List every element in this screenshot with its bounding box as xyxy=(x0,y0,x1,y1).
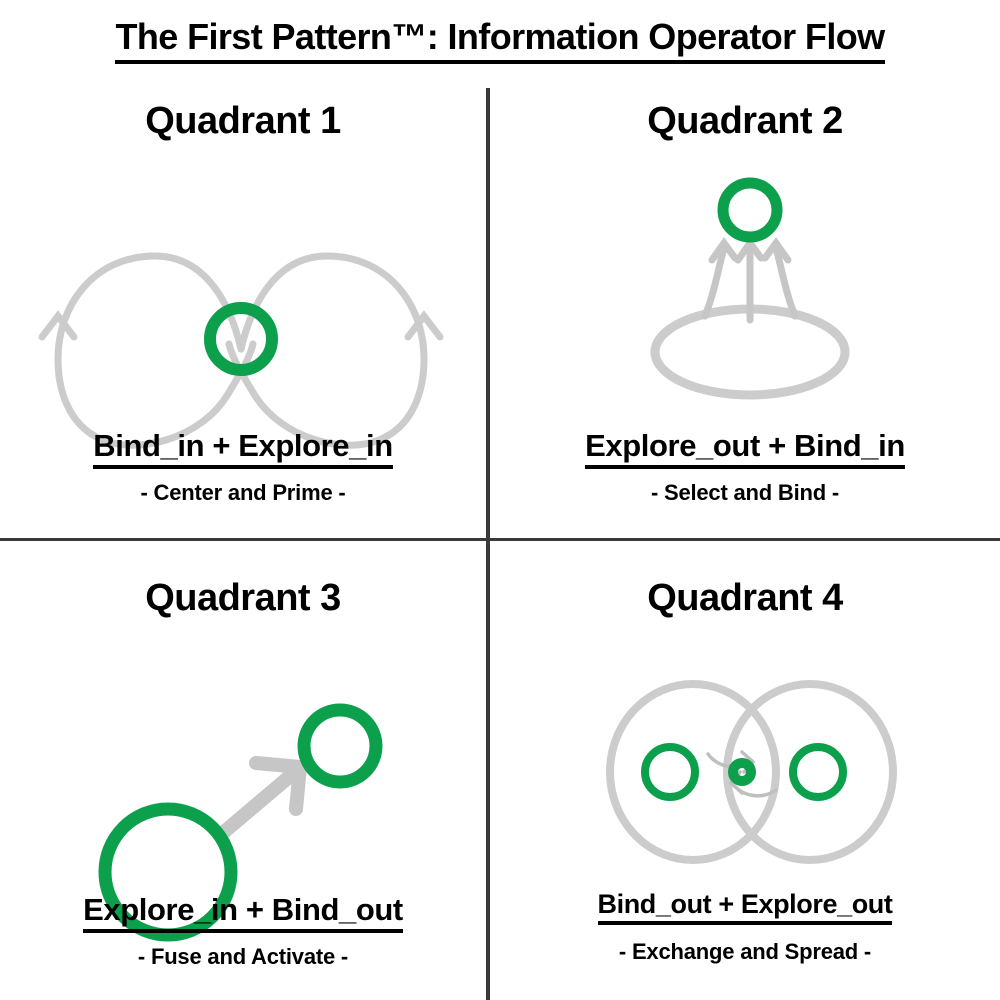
left-loop-ellipse-gray xyxy=(54,252,257,449)
quadrant-3-sub-label: - Fuse and Activate - xyxy=(137,944,349,969)
left-upward-arrowhead-gray xyxy=(38,310,78,341)
left-gray-ellipse xyxy=(606,680,780,864)
quadrant-1-title: Quadrant 1 xyxy=(145,100,341,142)
page-title: The First Pattern™: Information Operator… xyxy=(0,16,1000,64)
vertical-separator xyxy=(486,88,490,1000)
quadrant-3: Quadrant 3 Explore_in + Bind_out - Fuse … xyxy=(0,541,486,1000)
quadrant-3-operator-label: Explore_in + Bind_out xyxy=(0,892,486,933)
center-converging-arrowhead-gray xyxy=(734,237,765,264)
right-upward-arrowhead-gray xyxy=(404,310,444,341)
quadrant-4-sub-label: - Exchange and Spread - xyxy=(618,939,872,964)
quadrant-4-diagram xyxy=(490,619,1000,919)
right-converging-arrowhead-gray xyxy=(761,237,792,264)
left-green-ring xyxy=(641,743,699,801)
right-converging-arrow-gray xyxy=(772,244,799,320)
quadrant-3-title: Quadrant 3 xyxy=(145,577,341,619)
quadrant-1: Quadrant 1 Bind_in + Explore_in - Center… xyxy=(0,88,486,538)
quadrant-2-title: Quadrant 2 xyxy=(647,100,843,142)
quadrant-1-sub-label: - Center and Prime - xyxy=(140,480,346,505)
quadrant-1-operator-label: Bind_in + Explore_in xyxy=(0,428,486,469)
quadrant-2: Quadrant 2 Explore_out + Bind_in xyxy=(490,88,1000,538)
left-converging-arrowhead-gray xyxy=(708,237,739,264)
top-green-ring xyxy=(717,177,783,243)
large-green-ring-lower-left xyxy=(98,802,238,942)
left-converging-arrow-gray xyxy=(701,244,728,320)
right-loop-ellipse-gray xyxy=(225,252,428,449)
center-green-dot xyxy=(728,758,756,786)
quadrant-4-operator-label: Bind_out + Explore_out xyxy=(490,889,1000,925)
quadrant-2-diagram xyxy=(490,144,1000,434)
right-green-ring xyxy=(789,743,847,801)
horizontal-separator xyxy=(0,538,1000,541)
center-green-ring xyxy=(204,302,278,376)
quadrant-3-diagram xyxy=(0,619,486,942)
quadrant-1-diagram xyxy=(0,144,486,449)
quadrant-4: Quadrant 4 Bind_out + Explore_out - xyxy=(490,541,1000,1000)
thick-gray-arrow-diagonal xyxy=(217,756,308,839)
quadrant-4-title: Quadrant 4 xyxy=(647,577,843,619)
small-green-ring-upper-right xyxy=(297,703,383,789)
page-title-text: The First Pattern™: Information Operator… xyxy=(115,16,885,64)
quadrant-2-operator-label: Explore_out + Bind_in xyxy=(490,428,1000,469)
right-gray-ellipse xyxy=(723,680,897,864)
quadrant-2-sub-label: - Select and Bind - xyxy=(650,480,840,505)
